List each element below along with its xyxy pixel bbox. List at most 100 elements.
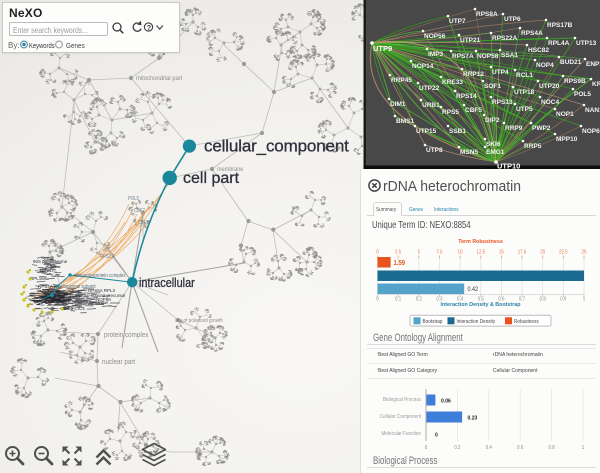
svg-text:UTP21: UTP21 bbox=[460, 37, 481, 44]
svg-text:1.59: 1.59 bbox=[394, 260, 406, 268]
svg-text:RRP9: RRP9 bbox=[505, 125, 523, 132]
svg-text:membrane: membrane bbox=[217, 167, 244, 173]
svg-text:0.4: 0.4 bbox=[486, 445, 492, 451]
svg-text:0.8: 0.8 bbox=[540, 296, 546, 302]
svg-text:NOP56: NOP56 bbox=[424, 33, 446, 40]
svg-text:NOP58: NOP58 bbox=[477, 53, 499, 60]
svg-text:CBF5: CBF5 bbox=[138, 220, 149, 225]
svg-text:cell part: cell part bbox=[183, 170, 240, 187]
svg-text:1: 1 bbox=[583, 296, 586, 302]
svg-text:0.2: 0.2 bbox=[454, 445, 460, 451]
svg-text:UTP6: UTP6 bbox=[504, 16, 521, 23]
svg-text:UTP15: UTP15 bbox=[416, 128, 437, 135]
svg-text:RPL4A: RPL4A bbox=[548, 40, 570, 47]
svg-text:UTP18: UTP18 bbox=[514, 89, 535, 96]
svg-text:0: 0 bbox=[376, 249, 379, 255]
svg-text:0.8: 0.8 bbox=[549, 445, 555, 451]
svg-text:Biological Process: Biological Process bbox=[383, 397, 422, 403]
svg-text:0: 0 bbox=[425, 445, 428, 451]
svg-text:UTP10: UTP10 bbox=[497, 162, 520, 170]
svg-text:BUD21: BUD21 bbox=[560, 59, 582, 66]
svg-text:CBF5: CBF5 bbox=[465, 107, 482, 114]
svg-text:KRR1: KRR1 bbox=[592, 81, 600, 88]
svg-text:RPS13: RPS13 bbox=[492, 99, 513, 106]
svg-text:10: 10 bbox=[458, 249, 463, 255]
svg-text:NOP4: NOP4 bbox=[536, 62, 554, 69]
svg-text:POL5: POL5 bbox=[574, 91, 591, 98]
svg-text:DIM1: DIM1 bbox=[390, 101, 406, 108]
svg-text:0.2: 0.2 bbox=[416, 296, 422, 302]
svg-text:Cellular Component: Cellular Component bbox=[380, 414, 422, 420]
svg-text:ribosomal subunit precursor: ribosomal subunit precursor bbox=[70, 293, 126, 298]
svg-text:RRP12: RRP12 bbox=[463, 71, 484, 78]
svg-text:NOP1: NOP1 bbox=[556, 111, 574, 118]
svg-text:SSA1: SSA1 bbox=[501, 52, 518, 59]
svg-text:intracellular: intracellular bbox=[139, 275, 195, 290]
svg-text:Molecular Function: Molecular Function bbox=[382, 431, 422, 437]
svg-text:UTP7: UTP7 bbox=[449, 18, 466, 25]
svg-text:RPS5: RPS5 bbox=[442, 109, 459, 116]
svg-text:nuclear part: nuclear part bbox=[102, 359, 135, 366]
svg-text:cellular_component: cellular_component bbox=[204, 137, 349, 156]
svg-text:RPS14: RPS14 bbox=[456, 93, 477, 100]
svg-text:NOP58: NOP58 bbox=[96, 297, 111, 302]
svg-text:15: 15 bbox=[499, 249, 504, 255]
svg-text:0.42: 0.42 bbox=[468, 287, 479, 293]
svg-text:mitochondrial part: mitochondrial part bbox=[136, 75, 183, 82]
svg-text:90S preribosome: 90S preribosome bbox=[33, 259, 68, 264]
svg-text:RPS22A: RPS22A bbox=[492, 35, 518, 42]
svg-text:RRP5: RRP5 bbox=[524, 143, 542, 150]
svg-text:RPS4A: RPS4A bbox=[521, 30, 543, 37]
svg-text:NOP14: NOP14 bbox=[412, 63, 434, 70]
svg-text:UTP13: UTP13 bbox=[576, 40, 597, 47]
svg-text:?: ? bbox=[147, 23, 152, 32]
svg-text:0.4: 0.4 bbox=[457, 296, 463, 302]
svg-text:1: 1 bbox=[582, 445, 585, 451]
svg-text:UTP4: UTP4 bbox=[492, 69, 509, 76]
svg-text:0: 0 bbox=[435, 432, 438, 438]
svg-text:17.5: 17.5 bbox=[518, 249, 527, 255]
svg-text:Term Robustness: Term Robustness bbox=[458, 239, 503, 245]
svg-text:RPS9B: RPS9B bbox=[564, 78, 586, 85]
svg-text:SSB1: SSB1 bbox=[449, 128, 466, 135]
svg-text:BMS1: BMS1 bbox=[396, 118, 414, 125]
svg-text:ribonucleoprotein complex: ribonucleoprotein complex bbox=[74, 273, 126, 279]
svg-text:PWP2: PWP2 bbox=[532, 125, 551, 132]
svg-text:0.6: 0.6 bbox=[517, 445, 523, 451]
svg-text:UTP8: UTP8 bbox=[426, 147, 443, 154]
svg-text:RPS4A proc: RPS4A proc bbox=[38, 284, 63, 289]
svg-text:5: 5 bbox=[418, 249, 421, 255]
svg-text:POL5: POL5 bbox=[128, 196, 139, 201]
svg-text:site of polarized growth: site of polarized growth bbox=[175, 318, 223, 324]
svg-text:SKI6: SKI6 bbox=[486, 141, 501, 148]
svg-text:Interaction Density & Bootstra: Interaction Density & Bootstrap bbox=[441, 302, 521, 308]
svg-text:2.5: 2.5 bbox=[395, 249, 401, 255]
svg-text:RPS17B: RPS17B bbox=[547, 22, 573, 29]
svg-text:0.5: 0.5 bbox=[478, 296, 484, 302]
svg-text:RCL1: RCL1 bbox=[516, 72, 533, 79]
svg-text:Robustness: Robustness bbox=[514, 319, 539, 325]
svg-text:NAN1: NAN1 bbox=[585, 107, 600, 114]
svg-text:0: 0 bbox=[376, 296, 379, 302]
svg-text:CBF2: CBF2 bbox=[134, 208, 145, 213]
svg-text:HSC82: HSC82 bbox=[528, 47, 549, 54]
svg-text:0.3: 0.3 bbox=[436, 296, 442, 302]
svg-text:22.5: 22.5 bbox=[559, 249, 568, 255]
svg-text:RPS8A: RPS8A bbox=[476, 11, 498, 18]
svg-text:MSN5: MSN5 bbox=[460, 149, 478, 156]
svg-text:protein complex: protein complex bbox=[104, 332, 149, 339]
svg-text:ribosomal subunit: ribosomal subunit bbox=[61, 284, 96, 290]
svg-text:0.1: 0.1 bbox=[395, 296, 401, 302]
svg-text:IMP3: IMP3 bbox=[428, 51, 444, 58]
svg-text:Bootstrap: Bootstrap bbox=[423, 319, 443, 325]
svg-text:small subunit processome: small subunit processome bbox=[56, 300, 109, 305]
svg-text:20: 20 bbox=[540, 249, 545, 255]
svg-text:NOP6: NOP6 bbox=[582, 128, 600, 135]
svg-text:EMG1: EMG1 bbox=[486, 149, 505, 156]
svg-text:DIP2: DIP2 bbox=[485, 117, 500, 124]
svg-text:RPS6A RPL3: RPS6A RPL3 bbox=[88, 288, 116, 293]
svg-text:RPS1A: RPS1A bbox=[40, 268, 55, 273]
svg-text:NOC4: NOC4 bbox=[541, 99, 559, 106]
svg-text:RRP45: RRP45 bbox=[391, 77, 412, 84]
svg-text:UTP5: UTP5 bbox=[516, 106, 533, 113]
